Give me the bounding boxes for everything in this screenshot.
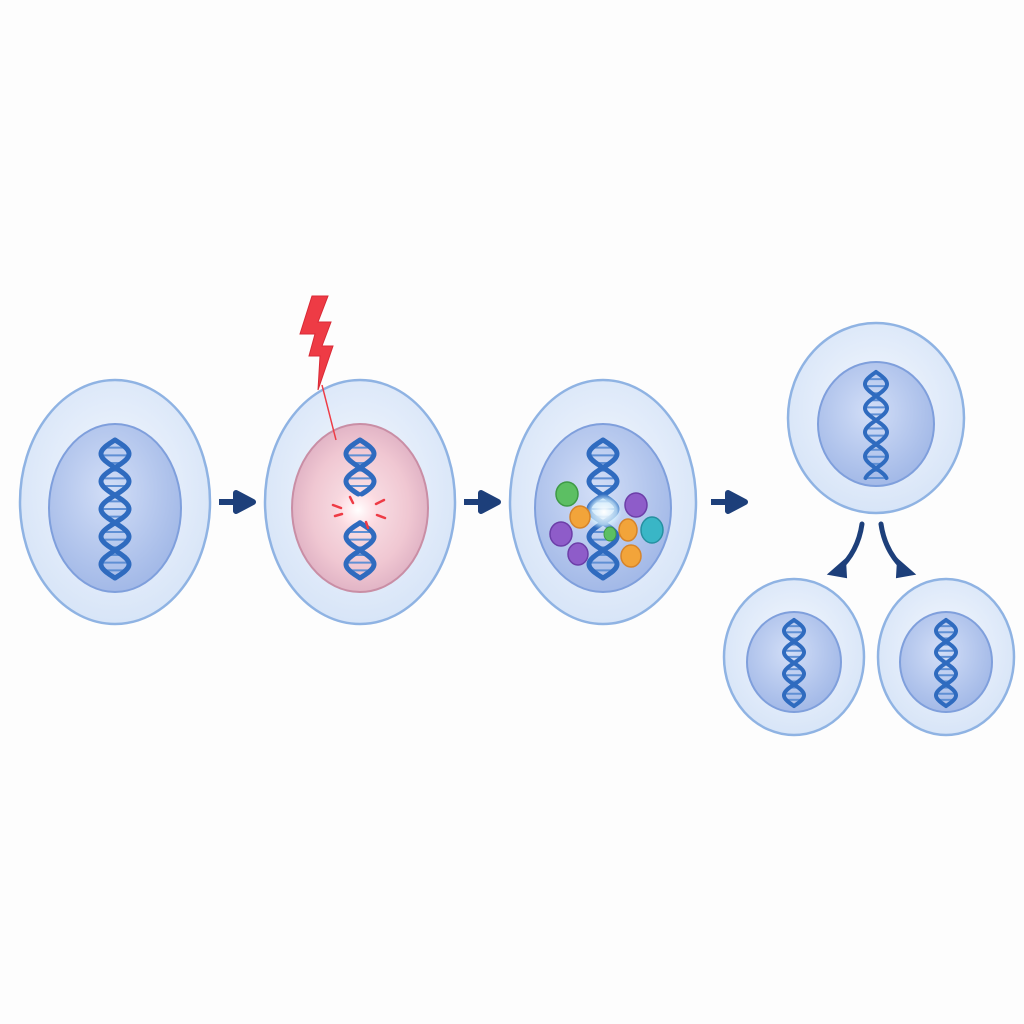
protein-purple: [549, 521, 573, 547]
dna-strand-1: [98, 437, 132, 581]
arrow-right-icon: [464, 490, 501, 514]
dna-strand-2: [343, 437, 377, 581]
repair-proteins-icon: [549, 481, 664, 568]
arrow-right-icon: [219, 490, 256, 514]
nucleus: [817, 361, 935, 487]
dna-break-icon: [343, 437, 377, 581]
protein-orange: [569, 505, 591, 529]
division-arrows-icon: [826, 521, 917, 579]
repair-glow: [586, 494, 622, 530]
daughter-cell-left: [722, 577, 866, 737]
protein-purple: [567, 542, 589, 566]
protein-orange: [618, 518, 638, 542]
dna-helix-icon: [862, 370, 890, 480]
protein-teal: [640, 516, 664, 544]
repair-cell: [508, 378, 698, 626]
lightning-bolt-icon: [299, 295, 334, 391]
dna-helix-icon: [933, 618, 959, 708]
dna-helix-icon: [781, 618, 807, 708]
break-sparks: [331, 495, 387, 530]
dna-strand-2: [933, 618, 959, 708]
protein-orange: [620, 544, 642, 568]
repaired-cell: [786, 321, 966, 515]
protein-green: [555, 481, 579, 507]
protein-purple: [624, 492, 648, 518]
protein-green: [603, 526, 617, 542]
daughter-cell-right: [876, 577, 1016, 737]
damage-glow: [332, 484, 384, 536]
dna-strand-2: [862, 370, 890, 480]
radiation-ray: [321, 384, 337, 441]
dna-strand-2: [98, 437, 132, 581]
healthy-cell: [18, 378, 212, 626]
arrow-right-icon: [711, 490, 748, 514]
damaged-cell: [263, 295, 457, 626]
dna-strand-2: [781, 618, 807, 708]
dna-helix-icon: [98, 437, 132, 581]
dna-strand-1: [862, 370, 890, 480]
